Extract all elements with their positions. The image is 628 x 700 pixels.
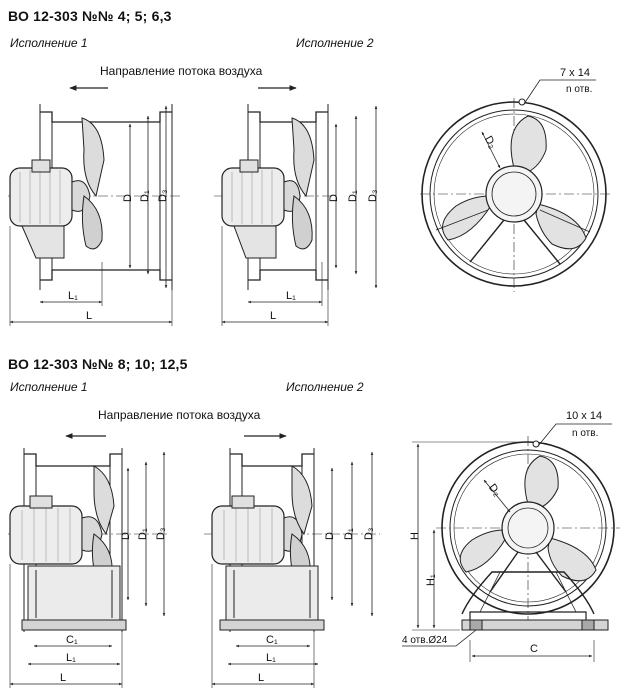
section-1-variant-2-label: Исполнение 2 [296,36,374,50]
holes-sub-label: n отв. [566,84,592,95]
dim-label: D₁ [343,528,355,540]
dim-label: D₂ [482,134,499,151]
dim-label: C₁ [266,634,278,646]
dim-label: L₁ [68,290,78,302]
section-2-side-view-1-dimensions [9,451,166,688]
section-1-front-view [420,79,610,292]
section-2-front-view [436,423,620,631]
dim-label: L [86,310,92,322]
holes-label: 10 x 14 [566,410,602,422]
dim-label: D₁ [137,528,149,540]
dim-label: D₂ [486,482,503,499]
dim-label: D [122,194,134,202]
terminal-box [231,495,255,509]
dim-label: D [328,194,340,202]
terminal-box [31,159,51,173]
holes-label: 7 x 14 [560,67,590,79]
section-2-variant-2-label: Исполнение 2 [286,380,364,394]
dim-label: D₃ [363,528,375,540]
motor [221,167,285,227]
section-2-side-view-1 [8,448,170,632]
section-1-side-view-2-dimensions [221,105,378,326]
terminal-box [239,159,259,173]
dim-label: D [120,532,132,540]
dim-label: L [60,672,66,684]
section-2-side-view-2-dimensions [211,451,374,688]
dim-label: L [258,672,264,684]
terminal-box [29,495,53,509]
dim-label: H₁ [425,574,437,586]
section-1-variant-1-label: Исполнение 1 [10,36,88,50]
section-2-title: ВО 12-303 №№ 8; 10; 12,5 [8,356,188,372]
dim-label: H [409,532,421,540]
section-1-title: ВО 12-303 №№ 4; 5; 6,3 [8,8,172,24]
dim-label: L₁ [266,652,276,664]
base-holes-label: 4 отв.Ø24 [402,635,448,646]
dim-label: D₁ [139,190,151,202]
section-1-side-view-1-dimensions [9,105,173,326]
section-1-flow-label: Направление потока воздуха [100,64,263,78]
section-2-variant-1-label: Исполнение 1 [10,380,88,394]
dim-label: D₃ [155,528,167,540]
section-2-side-view-2 [204,448,380,632]
section-1-side-view-1 [8,104,180,290]
dim-label: D [324,532,336,540]
dim-label: L₁ [66,652,76,664]
section-2-flow-label: Направление потока воздуха [98,408,261,422]
holes-sub-label: n отв. [572,428,598,439]
section-2-front-view-dimensions [402,441,595,662]
dim-label: L₁ [286,290,296,302]
dim-label: C₁ [66,634,78,646]
section-1-side-view-2 [214,104,336,290]
motor [9,167,73,227]
dim-label: D₃ [367,190,379,202]
dim-label: C [530,643,538,655]
dim-label: D₁ [347,190,359,202]
dim-label: L [270,310,276,322]
dim-label: D₃ [157,190,169,202]
